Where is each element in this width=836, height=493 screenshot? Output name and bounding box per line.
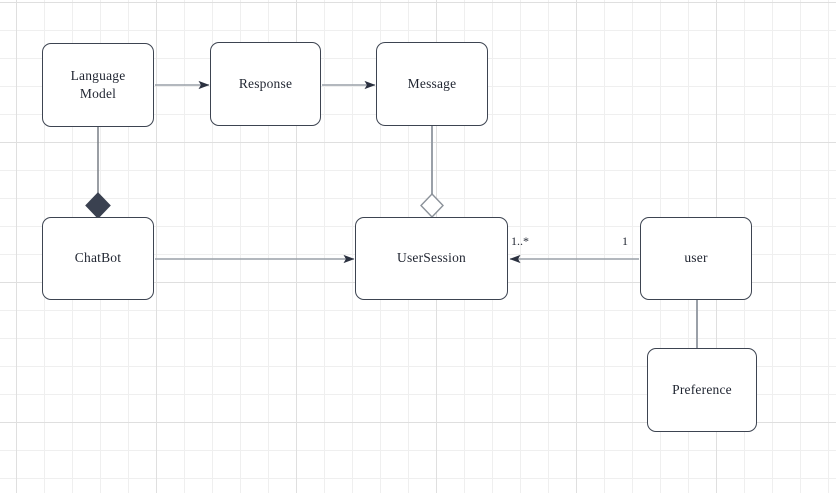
- node-language-model-label: Language Model: [70, 67, 126, 101]
- hollow-diamond-marker: [420, 192, 444, 219]
- node-usersession[interactable]: UserSession: [355, 217, 508, 300]
- node-message[interactable]: Message: [376, 42, 488, 126]
- node-message-label: Message: [407, 75, 457, 91]
- node-language-model[interactable]: Language Model: [42, 43, 154, 127]
- edge-message-to-usersession: [420, 126, 444, 219]
- node-user[interactable]: user: [640, 217, 752, 300]
- multiplicity-label-source: 1: [622, 234, 628, 248]
- node-preference[interactable]: Preference: [647, 348, 757, 432]
- node-chatbot[interactable]: ChatBot: [42, 217, 154, 300]
- node-preference-label: Preference: [672, 381, 732, 397]
- node-usersession-label: UserSession: [397, 250, 466, 266]
- node-user-label: user: [684, 250, 708, 266]
- node-chatbot-label: ChatBot: [74, 250, 122, 266]
- filled-diamond-marker: [85, 192, 111, 219]
- node-response-label: Response: [238, 75, 293, 91]
- edge-language-model-to-chatbot: [85, 127, 111, 219]
- multiplicity-label-target: 1..*: [511, 234, 529, 248]
- node-response[interactable]: Response: [210, 42, 321, 126]
